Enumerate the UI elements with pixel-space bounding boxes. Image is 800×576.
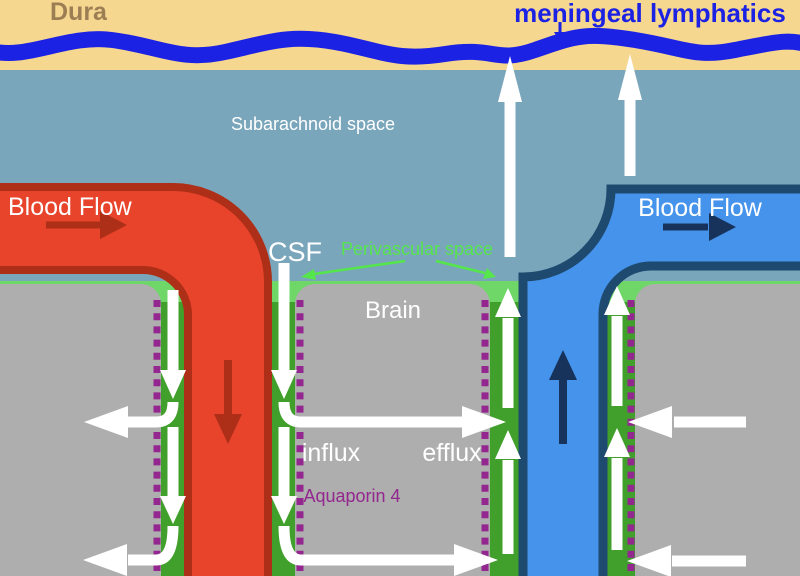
brain-block-left bbox=[0, 284, 161, 576]
vein-internal-up-arrow bbox=[549, 350, 577, 444]
influx-label: influx bbox=[302, 439, 361, 467]
aquaporin-label: Aquaporin 4 bbox=[303, 486, 400, 506]
brain-label: Brain bbox=[365, 297, 421, 324]
influx-efflux-arrow-top bbox=[278, 401, 506, 438]
arrow-head bbox=[160, 496, 186, 524]
arrow-head bbox=[495, 430, 521, 459]
arrow-head bbox=[709, 213, 736, 241]
arrow-head bbox=[100, 211, 127, 239]
blood-flow-arrow-right bbox=[663, 213, 736, 241]
perivascular-pointer-left bbox=[301, 259, 406, 280]
efflux-arrow-right-top bbox=[628, 406, 746, 438]
perivascular-pointers bbox=[301, 259, 496, 280]
lymphatic-drainage-arrow-1 bbox=[498, 56, 522, 257]
arrow-head bbox=[549, 350, 577, 380]
perivenous-up-arrow-right-1 bbox=[604, 286, 630, 406]
influx-arrow-left-bottom bbox=[83, 525, 179, 576]
lymphatic-drainage-arrow-2 bbox=[618, 54, 642, 176]
blood-flow-label-right: Blood Flow bbox=[638, 194, 763, 222]
csf-entry-arrow bbox=[271, 263, 297, 399]
blood-flow-arrow-left bbox=[46, 211, 127, 239]
arrow-head bbox=[618, 54, 642, 100]
arrow-head bbox=[483, 268, 496, 279]
arrow-shaft bbox=[435, 259, 486, 275]
arrow-head bbox=[301, 269, 316, 280]
efflux-arrow-right-bottom bbox=[627, 545, 746, 576]
perivascular-pointer-right bbox=[435, 259, 496, 279]
arrow-shaft bbox=[128, 525, 179, 566]
brain-blocks bbox=[0, 284, 800, 576]
arrow-head bbox=[271, 370, 297, 399]
artery-internal-down-arrow bbox=[214, 360, 242, 444]
arrow-shaft bbox=[313, 259, 406, 276]
arrow-head bbox=[495, 288, 521, 317]
artery-vessel bbox=[0, 183, 272, 576]
csf-flow-arrows bbox=[83, 54, 746, 576]
arrow-head bbox=[214, 414, 242, 444]
dura-label: Dura bbox=[50, 0, 108, 26]
perivenous-up-arrow-left-1 bbox=[495, 288, 521, 408]
blood-flow-label-left: Blood Flow bbox=[8, 193, 133, 221]
vein-vessel bbox=[518, 184, 800, 576]
arrow-head bbox=[554, 32, 566, 42]
arrow-head bbox=[271, 496, 297, 524]
vein-blood-flow-arrows bbox=[549, 213, 736, 444]
periarterial-down-arrow-left-2 bbox=[160, 427, 186, 524]
artery-blood-flow-arrows bbox=[46, 211, 242, 444]
efflux-label: efflux bbox=[422, 439, 482, 467]
perivenous-up-arrow-right-2 bbox=[604, 428, 630, 550]
arrow-head bbox=[627, 545, 671, 576]
arrow-shaft bbox=[278, 401, 463, 428]
periarterial-down-arrow-right-2 bbox=[271, 427, 297, 524]
arrow-head bbox=[83, 544, 127, 576]
arrow-shaft bbox=[278, 525, 456, 566]
brain-block-right bbox=[635, 284, 800, 576]
arrow-head bbox=[604, 428, 630, 457]
periarterial-down-arrow-left-1 bbox=[160, 290, 186, 399]
meningeal-lymphatics-label: meningeal lymphatics bbox=[514, 0, 786, 28]
arrow-head bbox=[604, 286, 630, 315]
arrow-head bbox=[498, 56, 522, 102]
arrow-head bbox=[462, 406, 506, 438]
arrow-shaft bbox=[128, 401, 179, 428]
aquaporin-lines bbox=[153, 300, 635, 576]
lymphatics-pointer-arrow bbox=[554, 22, 566, 42]
arrow-head bbox=[628, 406, 672, 438]
brain-block-center bbox=[295, 284, 490, 576]
subarachnoid-space-label: Subarachnoid space bbox=[231, 114, 395, 134]
arrow-head bbox=[84, 406, 128, 438]
perivascular-space-label: Perivascular space bbox=[341, 239, 493, 259]
influx-arrow-left-top bbox=[84, 401, 179, 438]
arrow-head bbox=[454, 544, 498, 576]
arrow-head bbox=[160, 370, 186, 399]
perivenous-up-arrow-left-2 bbox=[495, 430, 521, 554]
meningeal-lymphatic-vessel bbox=[0, 27, 800, 65]
csf-label: CSF bbox=[268, 237, 322, 267]
influx-efflux-arrow-bottom bbox=[278, 525, 498, 576]
